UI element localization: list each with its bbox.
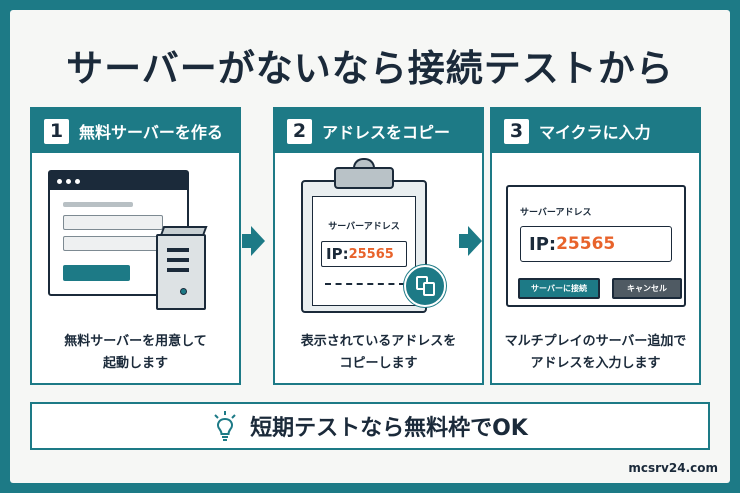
connect-button-illustration: サーバーに接続 — [518, 278, 600, 299]
dialog-label: サーバーアドレス — [520, 208, 592, 218]
dialog-ip-field: IP: 25565 — [520, 226, 672, 262]
banner-text: 短期テストなら無料枠でOK — [250, 416, 528, 441]
form-field-illustration — [63, 215, 163, 230]
arrow-right-icon — [251, 226, 265, 256]
server-tower-icon — [156, 234, 206, 310]
browser-titlebar — [50, 172, 187, 190]
step-description: 表示されているアドレスを コピーします — [300, 334, 457, 371]
page-title: サーバーがないなら接続テストから — [66, 47, 674, 90]
clipboard-icon: サーバーアドレス IP: 25565 — [301, 180, 427, 313]
step-number: 1 — [44, 118, 69, 144]
step-title: アドレスをコピー — [322, 123, 451, 142]
form-button-illustration — [63, 265, 130, 281]
server-dialog-illustration: サーバーアドレス IP: 25565 サーバーに接続 キャンセル — [506, 185, 686, 307]
step-title: 無料サーバーを作る — [79, 123, 223, 142]
step-title: マイクラに入力 — [539, 123, 651, 142]
step-description: 無料サーバーを用意して 起動します — [64, 334, 207, 371]
step-header: 2 アドレスをコピー — [275, 109, 482, 153]
clipboard-label: サーバーアドレス — [328, 222, 400, 232]
lightbulb-icon — [214, 411, 236, 441]
step-number: 3 — [504, 118, 529, 144]
step-card-2: 2 アドレスをコピー サーバーアドレス IP: 25565 表示されているアドレ… — [273, 107, 484, 385]
step-card-1: 1 無料サーバーを作る 無料サーバーを用意して 起動します — [30, 107, 241, 385]
step-header: 3 マイクラに入力 — [492, 109, 699, 153]
step-card-3: 3 マイクラに入力 サーバーアドレス IP: 25565 サーバーに接続 キャン… — [490, 107, 701, 385]
clipboard-clip-illustration — [334, 167, 394, 189]
step-description: マルチプレイのサーバー追加で アドレスを入力します — [504, 334, 687, 371]
tip-banner: 短期テストなら無料枠でOK — [30, 402, 710, 450]
server-top-illustration — [160, 226, 208, 234]
arrow-stem — [242, 234, 251, 248]
step-number: 2 — [287, 118, 312, 144]
cancel-button-illustration: キャンセル — [612, 278, 682, 299]
arrow-stem — [459, 234, 468, 248]
form-field-illustration — [63, 236, 163, 251]
site-url: mcsrv24.com — [628, 461, 718, 475]
arrow-right-icon — [468, 226, 482, 256]
clipboard-paper: サーバーアドレス IP: 25565 — [312, 196, 416, 306]
ip-address-display: IP: 25565 — [321, 241, 407, 267]
text-placeholder-line — [63, 202, 133, 207]
dashed-line — [325, 283, 405, 285]
step-header: 1 無料サーバーを作る — [32, 109, 239, 153]
copy-icon — [404, 265, 446, 307]
